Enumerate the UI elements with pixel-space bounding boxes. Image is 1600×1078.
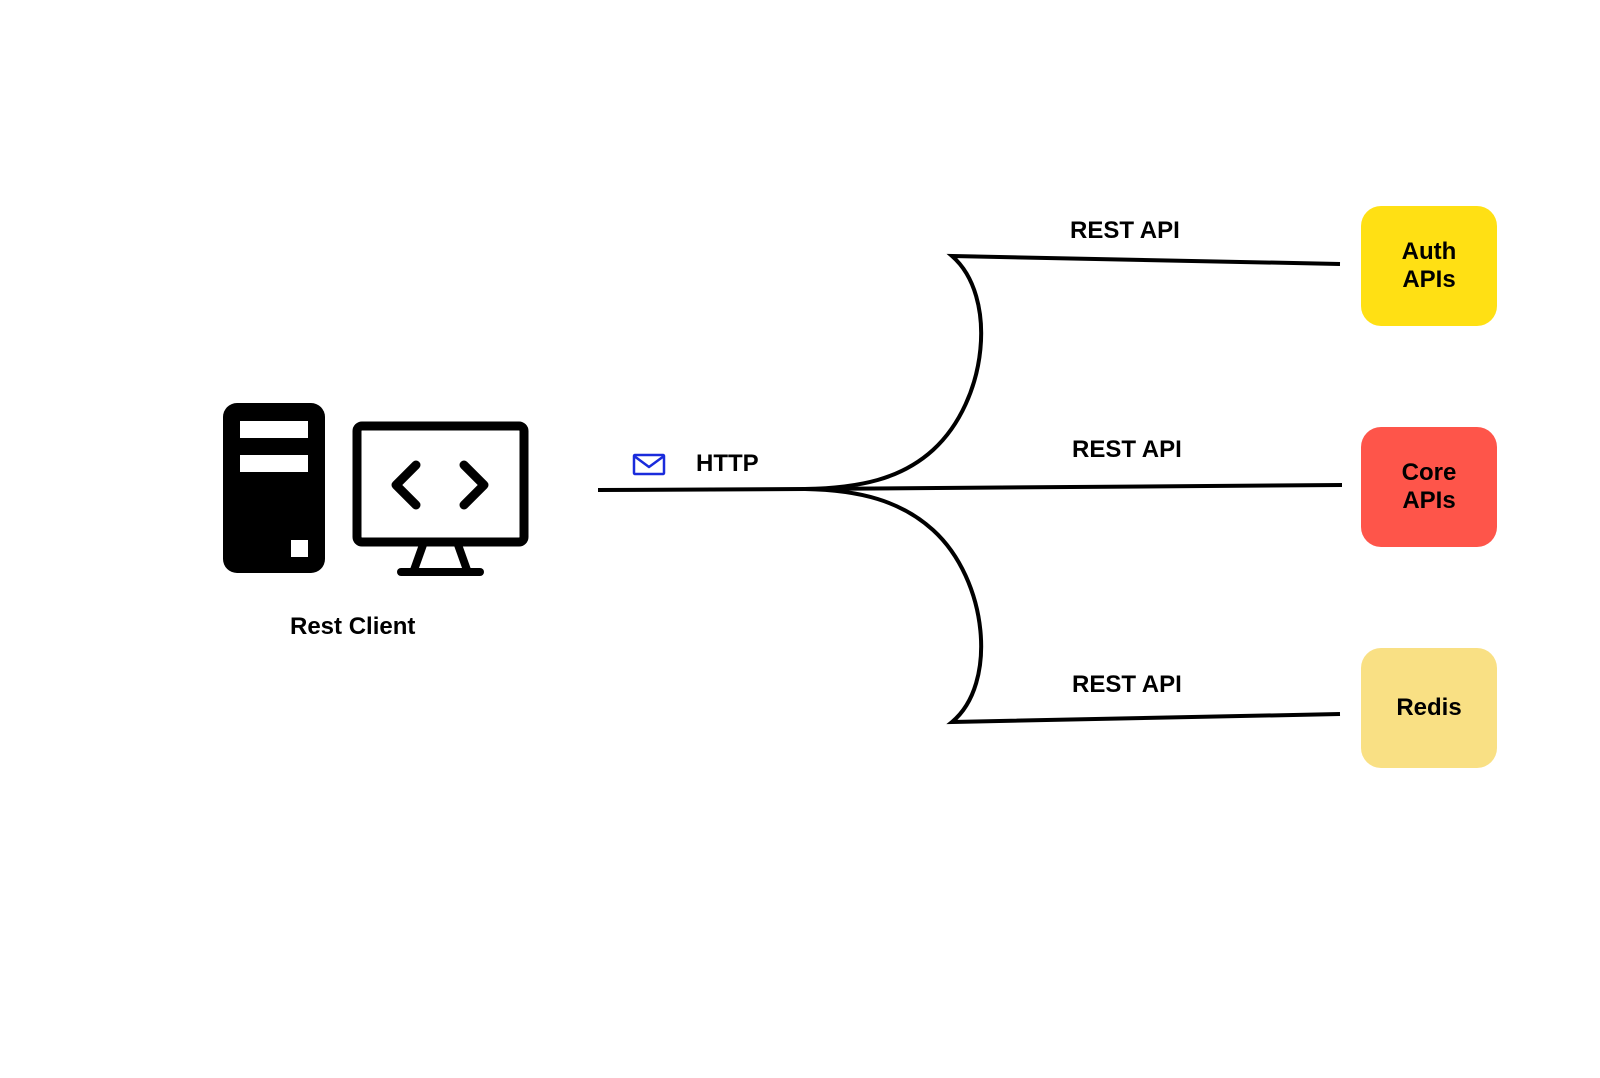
- service-node-core[interactable]: Core APIs: [1361, 427, 1497, 547]
- edge-redis: [804, 487, 1341, 725]
- edge-label-auth: REST API: [1070, 217, 1180, 244]
- code-monitor-icon: [352, 421, 529, 576]
- edge-label-redis: REST API: [1072, 671, 1182, 698]
- http-connection-line: [597, 487, 806, 492]
- edge-auth: [804, 253, 1341, 491]
- service-label-core: Core APIs: [1401, 459, 1457, 514]
- service-label-redis: Redis: [1396, 694, 1462, 721]
- service-node-redis[interactable]: Redis: [1361, 648, 1497, 768]
- envelope-icon: [632, 453, 666, 476]
- service-node-auth[interactable]: Auth APIs: [1361, 206, 1497, 326]
- http-label: HTTP: [696, 450, 759, 477]
- server-tower-icon: [223, 403, 325, 573]
- client-label: Rest Client: [290, 613, 416, 640]
- edge-label-core: REST API: [1072, 436, 1182, 463]
- service-label-auth: Auth APIs: [1401, 238, 1457, 293]
- edge-core: [804, 483, 1343, 491]
